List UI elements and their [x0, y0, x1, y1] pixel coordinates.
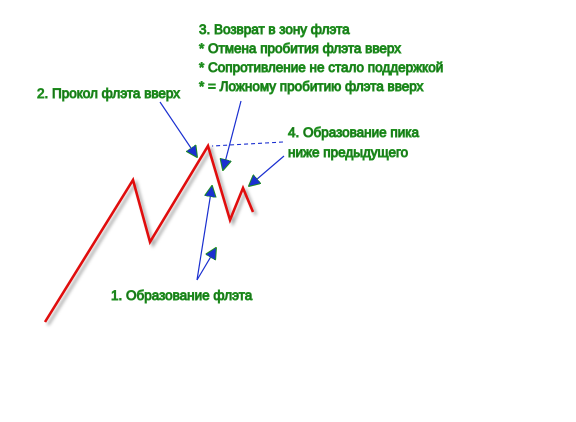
label-return-point-1: * Отмена пробития флэта вверх	[199, 41, 401, 56]
label-return-point-2: * Сопротивление не стало поддержкой	[199, 60, 443, 75]
arrow-flat-formation-2	[196, 248, 216, 281]
arrow-lower-peak	[249, 155, 285, 186]
label-return-title: 3. Возврат в зону флэта	[199, 22, 350, 37]
label-flat-formation: 1. Образование флэта	[111, 288, 253, 303]
label-lower-peak-1: 4. Образование пика	[288, 125, 419, 140]
price-line	[43, 142, 255, 323]
label-breakout: 2. Прокол флэта вверх	[37, 86, 180, 101]
label-lower-peak-2: ниже предыдущего	[288, 145, 408, 160]
arrow-return	[223, 100, 242, 170]
label-return-point-3: * = Ложному пробитию флэта вверх	[199, 79, 424, 94]
arrow-breakout	[159, 101, 197, 157]
arrow-lower-peak-dashed	[211, 141, 284, 147]
arrow-flat-formation-1	[196, 186, 212, 281]
